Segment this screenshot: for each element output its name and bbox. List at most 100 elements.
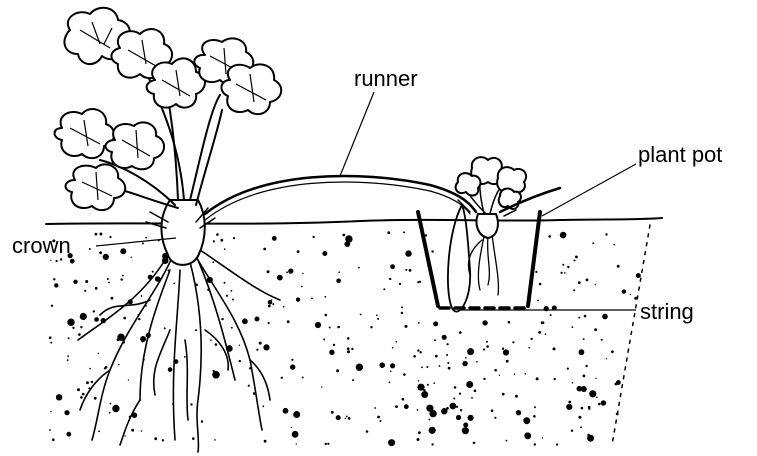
soil-speck xyxy=(231,290,233,292)
soil-speck xyxy=(301,286,303,288)
soil-speck xyxy=(190,403,192,405)
soil-speck xyxy=(402,398,405,401)
soil-speck xyxy=(322,251,327,256)
soil-speck xyxy=(417,384,424,391)
soil-speck xyxy=(162,439,164,441)
soil-speck xyxy=(268,300,273,305)
soil-speck xyxy=(77,388,80,391)
soil-speck xyxy=(387,231,390,234)
soil-speck xyxy=(460,409,462,411)
soil-speck xyxy=(503,349,509,355)
soil-speck xyxy=(110,403,112,405)
soil-speck xyxy=(377,318,379,320)
soil-speck xyxy=(288,269,293,274)
soil-speck xyxy=(210,339,212,341)
soil-speck xyxy=(66,432,71,437)
soil-speck xyxy=(267,270,270,273)
soil-speck xyxy=(60,258,62,260)
string-label: string xyxy=(640,299,694,324)
crown-shape xyxy=(161,200,204,265)
soil-speck xyxy=(462,361,467,366)
soil-speck xyxy=(239,345,240,346)
soil-speck xyxy=(380,420,382,422)
soil-speck xyxy=(533,415,536,418)
soil-speck xyxy=(578,416,581,419)
soil-speck xyxy=(524,432,531,439)
soil-speck xyxy=(534,443,536,445)
soil-speck xyxy=(578,281,581,284)
soil-speck xyxy=(514,374,515,375)
soil-surface-line xyxy=(46,218,662,224)
soil-speck xyxy=(388,439,395,446)
soil-speck xyxy=(256,349,258,351)
soil-speck xyxy=(585,365,587,367)
soil-speck xyxy=(553,347,556,350)
soil-speck xyxy=(534,406,536,408)
soil-speck xyxy=(491,409,494,412)
soil-speck xyxy=(360,314,362,316)
soil-speck xyxy=(312,236,314,238)
soil-speck xyxy=(431,250,433,252)
soil-speck xyxy=(417,349,419,351)
soil-speck xyxy=(331,411,334,414)
soil-speck xyxy=(296,297,300,301)
soil-speck xyxy=(453,398,455,400)
soil-speck xyxy=(433,382,435,384)
soil-speck xyxy=(598,403,601,406)
soil-speck xyxy=(615,383,618,386)
soil-speck xyxy=(248,385,250,387)
soil-speck xyxy=(413,355,416,358)
soil-speck xyxy=(262,405,264,407)
soil-speck xyxy=(141,295,143,297)
soil-speck xyxy=(302,377,304,379)
soil-speck xyxy=(401,312,403,314)
soil-speck xyxy=(537,300,539,302)
soil-speck xyxy=(287,320,290,323)
soil-speck xyxy=(602,314,608,320)
soil-speck xyxy=(550,314,552,316)
soil-speck xyxy=(571,430,573,432)
soil-speck xyxy=(450,403,457,410)
soil-speck xyxy=(141,430,143,432)
soil-speck xyxy=(95,287,98,290)
soil-speck xyxy=(439,365,441,367)
soil-speck xyxy=(417,438,420,441)
soil-speck xyxy=(224,282,226,284)
soil-speck xyxy=(459,393,461,395)
soil-speck xyxy=(277,275,283,281)
soil-speck xyxy=(471,397,473,399)
soil-speck xyxy=(108,282,110,284)
soil-speck xyxy=(567,368,569,370)
soil-speck xyxy=(556,443,558,445)
soil-speck xyxy=(383,288,385,290)
soil-speck xyxy=(459,331,462,334)
soil-speck xyxy=(572,382,574,384)
soil-speck xyxy=(80,313,87,320)
soil-speck xyxy=(427,384,429,386)
soil-speck xyxy=(586,279,589,282)
soil-speck xyxy=(573,289,575,291)
soil-speck xyxy=(121,278,123,280)
soil-speck xyxy=(214,439,216,441)
soil-speck xyxy=(466,381,473,388)
soil-speck xyxy=(482,320,487,325)
soil-speck xyxy=(523,417,530,424)
soil-speck xyxy=(109,236,111,238)
soil-speck xyxy=(494,369,497,372)
soil-speck xyxy=(272,303,274,305)
soil-speck xyxy=(263,344,269,350)
soil-speck xyxy=(506,360,509,363)
soil-speck xyxy=(616,413,619,416)
soil-speck xyxy=(51,305,53,307)
soil-speck xyxy=(403,373,406,376)
soil-speck xyxy=(212,261,214,263)
soil-speck xyxy=(98,353,99,354)
soil-speck xyxy=(447,343,449,345)
soil-speck xyxy=(601,400,606,405)
soil-speck xyxy=(584,315,587,318)
soil-speck xyxy=(433,321,438,326)
soil-speck xyxy=(426,366,428,368)
soil-speck xyxy=(264,440,267,443)
soil-speck xyxy=(263,248,266,251)
soil-speck xyxy=(152,271,154,273)
